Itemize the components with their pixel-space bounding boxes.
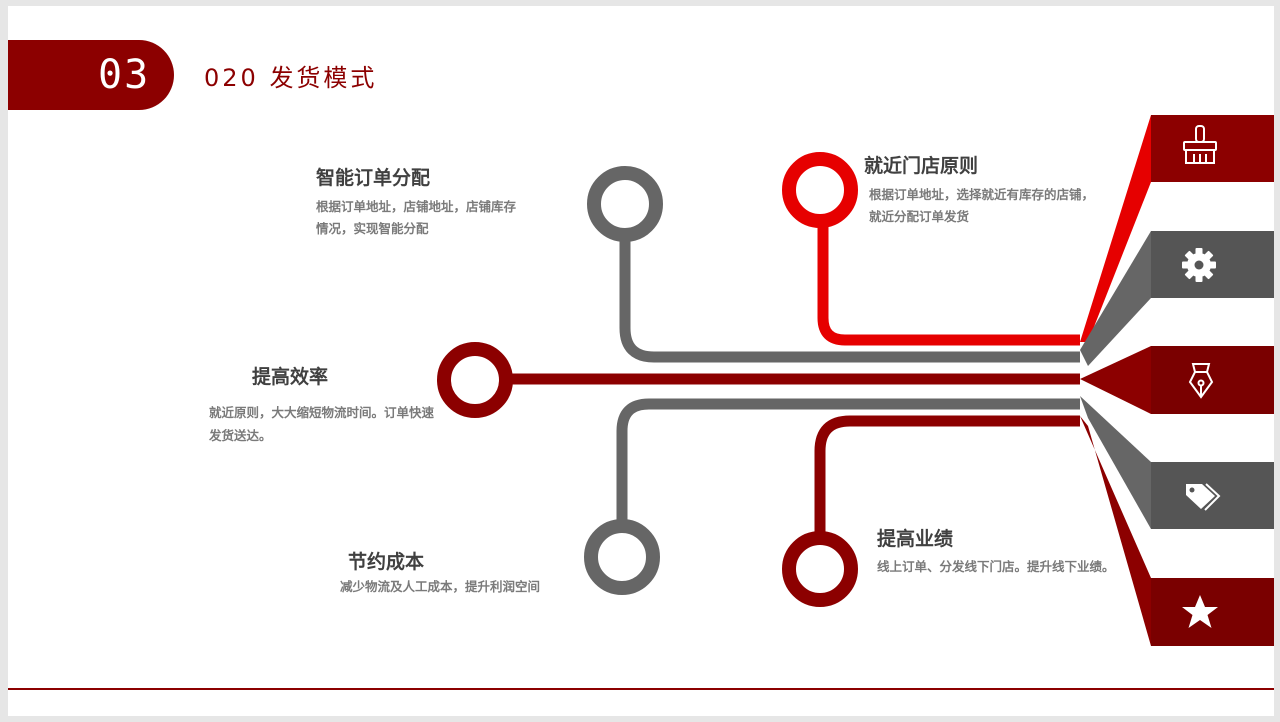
node-title-performance: 提高业绩: [877, 528, 954, 550]
node-desc-performance-line1: 线上订单、分发线下门店。提升线下业绩。: [877, 559, 1115, 574]
connector-cost: [616, 398, 1080, 528]
node-title-cost: 节约成本: [348, 551, 425, 573]
connector-smart-order: [619, 232, 1080, 363]
node-title-smart-order: 智能订单分配: [316, 167, 431, 189]
fan-wedge-1: [1080, 115, 1151, 342]
node-ring-performance: [782, 531, 858, 607]
node-desc-efficiency-line1: 就近原则，大大缩短物流时间。订单快速: [209, 405, 435, 420]
gear-icon: [1182, 248, 1216, 282]
star-icon: [1182, 595, 1218, 628]
node-desc-smart-order-line1: 根据订单地址，店铺地址，店铺库存: [316, 199, 517, 214]
fan-wedge-4: [1080, 396, 1151, 529]
node-ring-nearby-store: [782, 152, 858, 228]
brush-icon: [1183, 125, 1217, 164]
icon-tab-3: [1151, 346, 1274, 414]
tag-icon: [1186, 483, 1221, 511]
icon-tab-1: [1151, 115, 1274, 182]
section-number: 03: [98, 52, 151, 98]
footer-divider: [8, 688, 1274, 690]
node-desc-cost-line1: 减少物流及人工成本，提升利润空间: [340, 579, 541, 594]
node-title-nearby-store: 就近门店原则: [864, 155, 979, 177]
node-desc-nearby-store-line2: 就近分配订单发货: [869, 209, 970, 224]
pen-nib-icon: [1188, 363, 1214, 399]
connector-performance: [814, 415, 1080, 541]
node-ring-smart-order: [587, 166, 663, 242]
node-desc-efficiency-line2: 发货送达。: [209, 428, 272, 443]
slide: 03 020 发货模式 智能订单分配 根据订单地址，店铺地址，店铺库存 情况，实…: [8, 6, 1274, 716]
connector-nearby-store: [817, 218, 1080, 346]
fan-wedge-3: [1080, 346, 1151, 414]
section-badge: 03: [8, 40, 174, 110]
fan-wedge-2: [1080, 231, 1151, 366]
flow-diagram: [437, 115, 1274, 646]
icon-tab-5: [1151, 578, 1274, 646]
node-ring-cost: [584, 519, 660, 595]
node-ring-efficiency: [437, 342, 513, 418]
node-desc-smart-order-line2: 情况，实现智能分配: [316, 221, 429, 236]
page-title: 020 发货模式: [204, 64, 378, 92]
node-title-efficiency: 提高效率: [252, 366, 329, 388]
node-desc-nearby-store-line1: 根据订单地址，选择就近有库存的店铺，: [869, 187, 1095, 202]
